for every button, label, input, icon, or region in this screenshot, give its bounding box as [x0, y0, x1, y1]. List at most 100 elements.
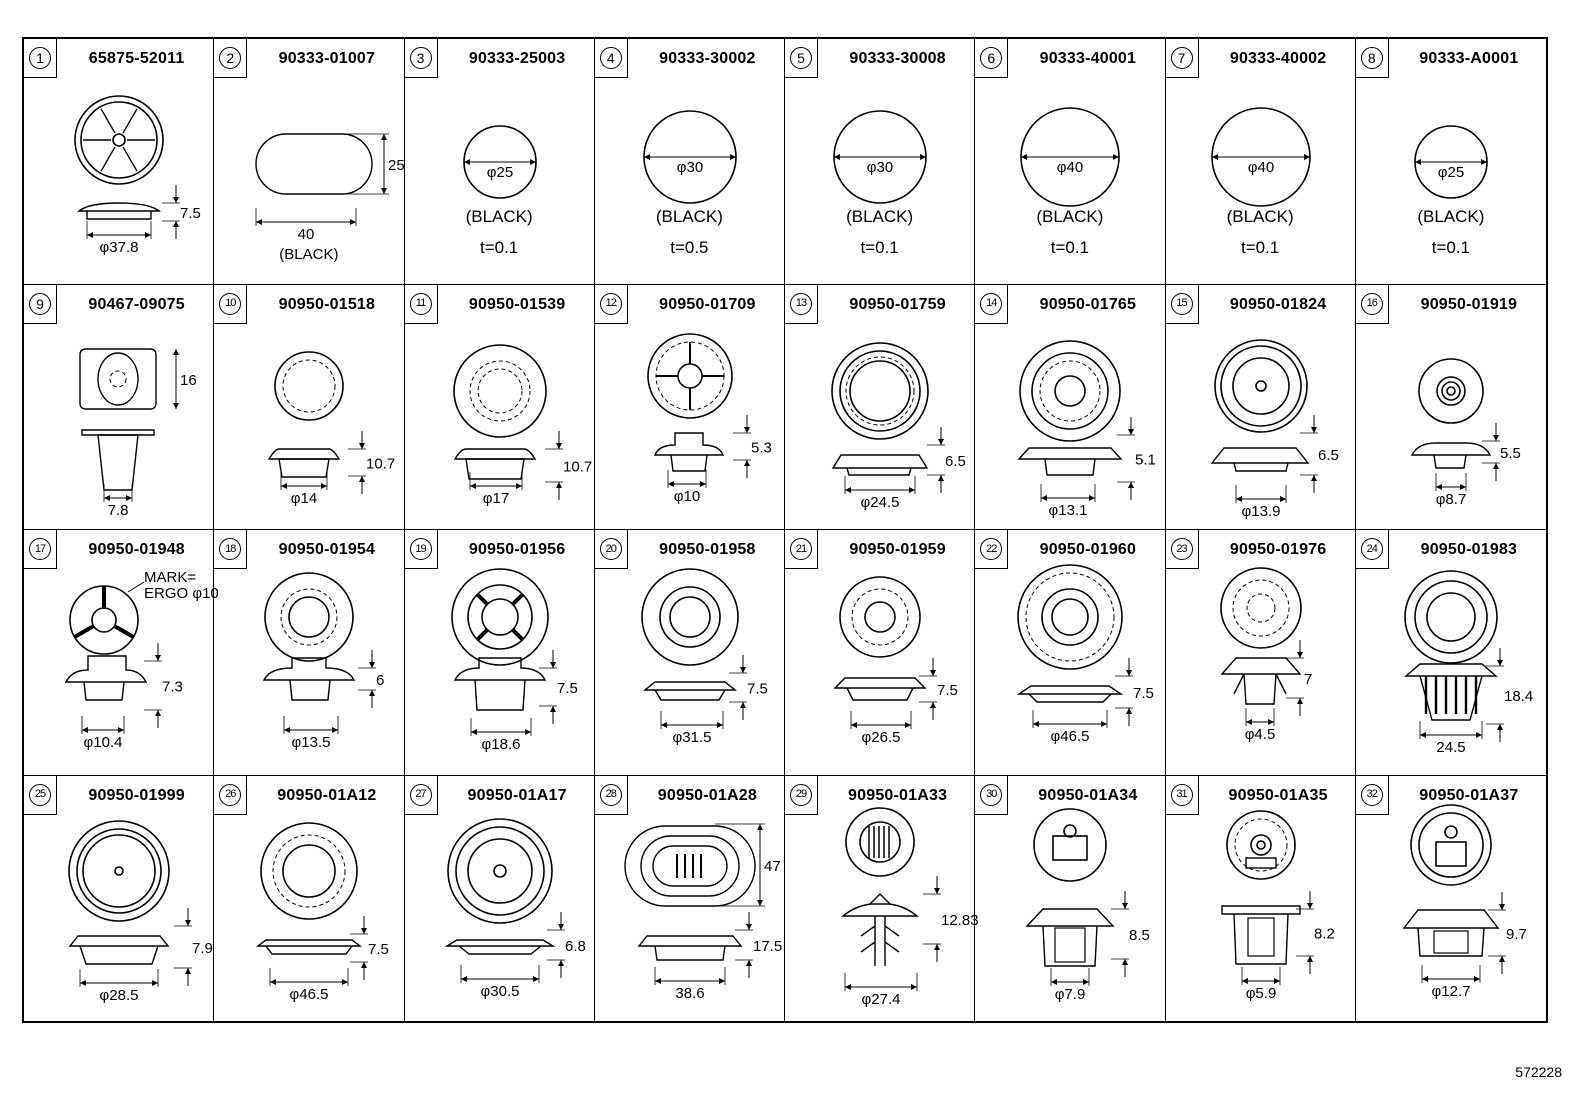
index-number: 24 — [1360, 538, 1383, 560]
outline-circle — [1443, 824, 1458, 839]
part-drawing: φ27.412.83 — [841, 806, 979, 1008]
clip-window — [1433, 929, 1469, 954]
height-dimension-label: 7.5 — [557, 680, 578, 697]
part-number: 90950-01A34 — [1038, 786, 1138, 804]
arrow-icon — [1492, 462, 1499, 469]
arrow-icon — [743, 459, 750, 466]
arrow-icon — [1475, 732, 1482, 738]
arrow-icon — [1128, 481, 1135, 488]
height-dimension-label: 16 — [180, 372, 197, 389]
cap-side — [831, 453, 929, 469]
index-box: 11 — [404, 284, 438, 324]
arrow-icon — [361, 961, 368, 968]
dimension-line — [475, 592, 489, 606]
part-drawing: φ30.56.8 — [443, 817, 585, 1000]
arrow-icon — [654, 977, 661, 984]
clip-hole — [97, 351, 139, 406]
dimension-line — [100, 108, 116, 134]
arrow-icon — [743, 426, 750, 433]
index-number: 7 — [1170, 47, 1193, 69]
outline-circle — [1403, 570, 1498, 664]
arrow-icon — [529, 159, 536, 165]
part-number: 90950-01A17 — [467, 786, 567, 804]
index-number: 8 — [1360, 47, 1383, 69]
index-number: 19 — [409, 538, 432, 560]
index-box: 6 — [975, 39, 1009, 78]
outline-circle — [1425, 592, 1476, 642]
width-dimension-label: φ37.8 — [100, 239, 139, 256]
arrow-icon — [1128, 428, 1135, 435]
arrow-icon — [716, 722, 723, 728]
height-dimension-label: 7.5 — [747, 681, 768, 698]
clip-stem — [874, 915, 886, 966]
arrow-icon — [1473, 975, 1480, 982]
outline-circle — [1417, 811, 1484, 878]
width-dimension-label: 40 — [298, 226, 315, 243]
width-dimension-label: φ7.9 — [1055, 986, 1086, 1003]
part-number: 90950-01954 — [278, 541, 376, 558]
height-dimension-label: 7.5 — [368, 941, 389, 958]
index-box: 20 — [594, 530, 628, 569]
clip-leg — [97, 433, 139, 491]
body-side — [265, 945, 353, 955]
body-side — [670, 454, 708, 472]
part-number: 90333-30002 — [659, 50, 756, 67]
cap-side — [64, 655, 148, 683]
outline-circle — [282, 843, 337, 898]
arrow-icon — [126, 494, 132, 501]
part-drawing: φ30 — [642, 110, 737, 204]
arrow-icon — [173, 402, 179, 409]
arrow-icon — [909, 486, 915, 493]
index-number: 18 — [219, 538, 242, 560]
body-side — [1232, 913, 1289, 965]
oval-grommet — [624, 824, 756, 907]
grommet-body — [464, 457, 525, 480]
outline-circle — [1249, 833, 1272, 856]
outline-circle — [1232, 579, 1289, 637]
outline-circle — [1025, 572, 1115, 662]
part-drawing: φ31.57.5 — [640, 568, 768, 746]
part-drawing: φ37.87.5 — [74, 95, 201, 256]
arrow-icon — [911, 983, 917, 990]
arrow-icon — [1122, 902, 1129, 909]
arrow-icon — [1273, 977, 1280, 984]
arrow-icon — [1021, 154, 1028, 160]
arrow-icon — [1496, 724, 1503, 730]
part-number: 90950-01A28 — [657, 786, 757, 804]
mark-label: ERGO φ10 — [144, 585, 219, 602]
dimension-label: φ30 — [867, 159, 893, 176]
part-number: 90950-01919 — [1420, 295, 1518, 313]
index-number: 14 — [980, 292, 1003, 315]
body-side — [1028, 693, 1112, 703]
index-number: 28 — [599, 783, 622, 806]
width-dimension-label: φ10.4 — [84, 734, 123, 751]
index-number: 1 — [29, 47, 51, 69]
body-side — [473, 679, 526, 711]
arrow-icon — [369, 662, 376, 668]
outline-circle — [477, 368, 522, 413]
part-drawing: φ30 — [833, 110, 927, 204]
arrow-icon — [1310, 426, 1317, 433]
dimension-line — [879, 893, 891, 904]
arrow-icon — [359, 442, 366, 449]
index-box: 2 — [214, 39, 248, 78]
body-side — [1042, 925, 1098, 967]
part-drawing: φ7.98.5 — [1025, 807, 1150, 1003]
arrow-icon — [155, 655, 161, 661]
body-side — [83, 681, 125, 701]
arrow-icon — [82, 727, 88, 733]
part-number: 90950-01A33 — [848, 786, 948, 804]
width-dimension-label: φ10 — [674, 488, 700, 505]
width-dimension-label: φ8.7 — [1435, 491, 1466, 508]
thickness-note: t=0.1 — [1050, 238, 1090, 257]
arrow-icon — [934, 943, 940, 950]
arrow-icon — [555, 442, 562, 449]
dimension-line — [510, 628, 524, 642]
